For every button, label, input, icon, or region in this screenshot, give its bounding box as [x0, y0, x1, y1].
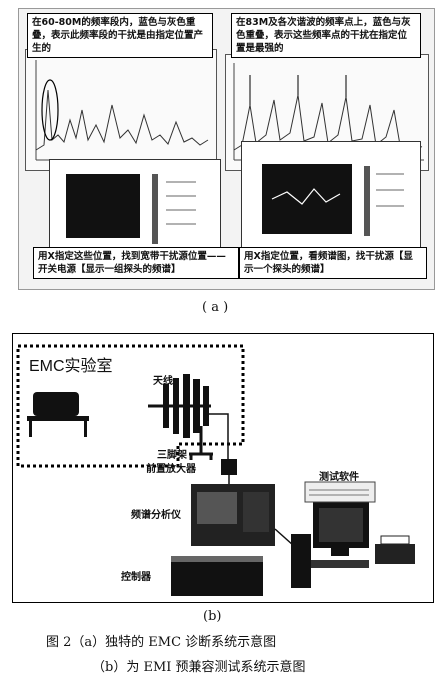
- probe-legend-right: [364, 166, 404, 236]
- probe-window-left: [49, 159, 221, 259]
- eut-table-icon: [27, 392, 89, 437]
- probe-map-right: [262, 164, 352, 234]
- caption-b: (b): [203, 609, 222, 624]
- callout-top-right: 在83M及各次谐波的频率点上，蓝色与灰色重叠，表示这些频率点的干扰在指定位置是最…: [231, 13, 421, 58]
- panel-a-screenshot: 在60-80M的频率段内，蓝色与灰色重叠，表示此频率段的干扰是由指定位置产生的 …: [18, 8, 435, 290]
- test-software-screenshot: [304, 481, 376, 503]
- figure-caption-line2: （b）为 EMI 预兼容测试系统示意图: [92, 660, 306, 675]
- callout-top-left: 在60-80M的频率段内，蓝色与灰色重叠，表示此频率段的干扰是由指定位置产生的: [27, 13, 213, 58]
- spectrum-analyzer-icon: [191, 484, 275, 546]
- panel-b-diagram: EMC实验室 天线 三脚架 前置放大器 频谱分析仪 测试软件 控制器: [12, 333, 434, 603]
- callout-bottom-right: 用X指定位置，看频谱图，找干扰源【显示一个探头的频谱】: [239, 247, 427, 279]
- controller-icon: [171, 556, 263, 596]
- caption-a: ( a ): [202, 300, 229, 315]
- printer-icon: [375, 535, 415, 564]
- figure-caption-line1: 图 2（a）独特的 EMC 诊断系统示意图: [46, 635, 277, 650]
- analyzer-label: 频谱分析仪: [131, 510, 181, 521]
- test-software-monitor-icon: [309, 502, 369, 568]
- probe-trace-right: [271, 188, 341, 205]
- probe-legend-left: [152, 174, 196, 244]
- callout-bottom-left: 用X指定这些位置，找到宽带干扰源位置——开关电源【显示一组探头的频谱】: [33, 247, 239, 279]
- controller-label: 控制器: [121, 572, 151, 583]
- probe-window-right: [241, 141, 421, 258]
- software-label: 测试软件: [319, 472, 359, 483]
- antenna-label: 天线: [153, 376, 173, 387]
- preamp-icon: [221, 459, 237, 475]
- spectrum-plot-left: [35, 60, 211, 161]
- preamp-label: 前置放大器: [146, 464, 196, 475]
- lab-label: EMC实验室: [29, 358, 113, 375]
- spectrum-window-left: [25, 49, 217, 171]
- pc-tower-icon: [291, 534, 311, 588]
- probe-map-left: [66, 174, 140, 238]
- antenna-icon: [148, 374, 211, 438]
- lab-boundary: [16, 344, 245, 468]
- tripod-label: 三脚架: [157, 450, 187, 461]
- emi-system-drawing: [16, 344, 415, 596]
- tripod-icon: [189, 426, 213, 460]
